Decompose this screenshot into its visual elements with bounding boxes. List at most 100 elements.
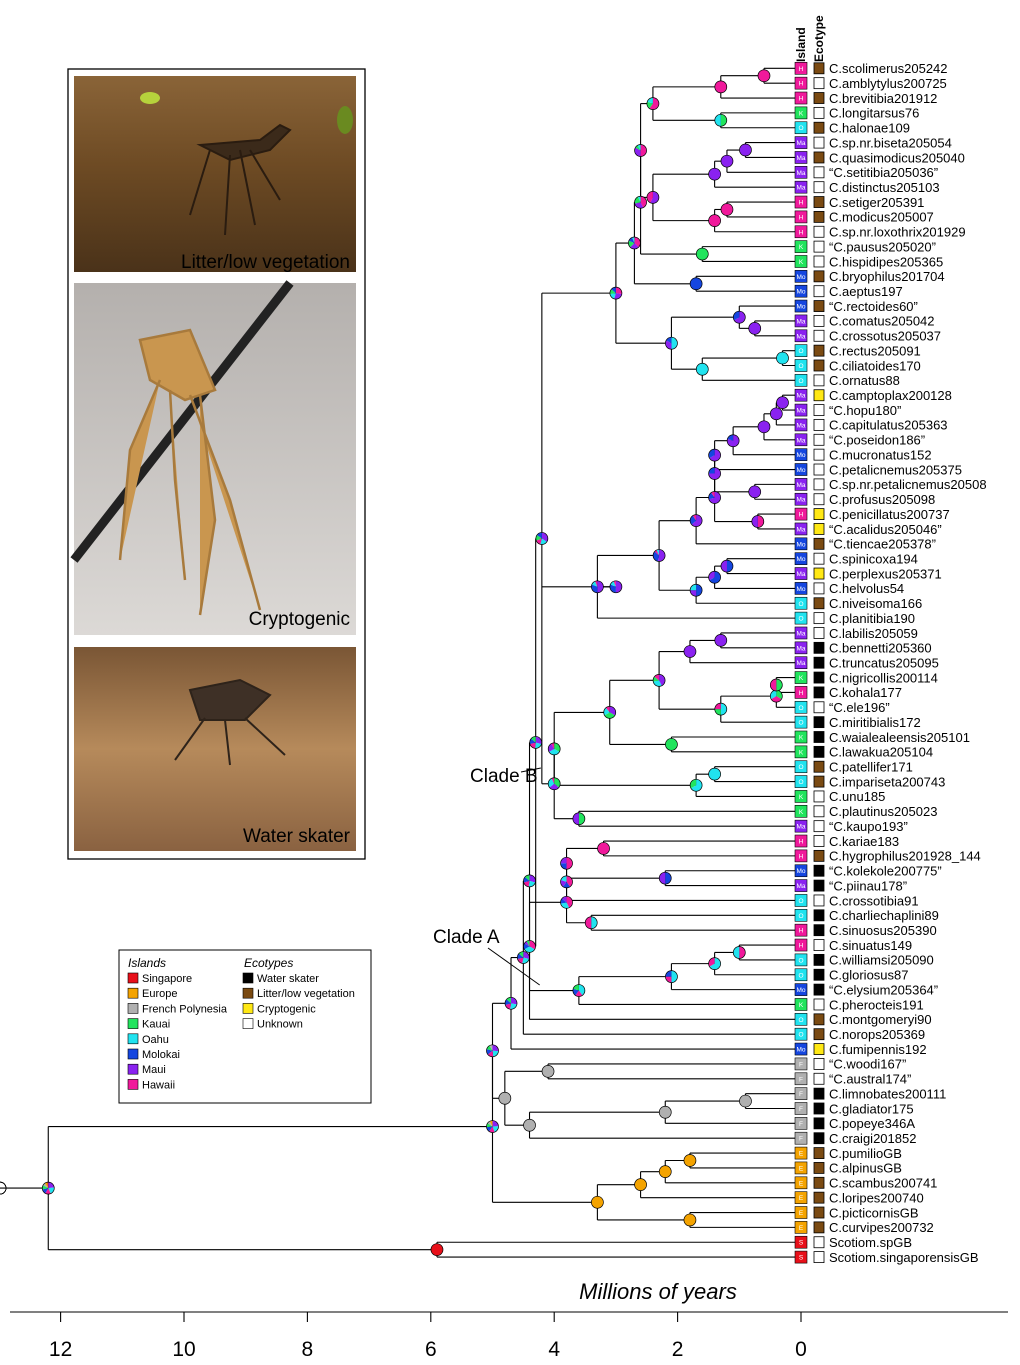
time-axis: Millions of years 121086420 xyxy=(10,1279,1008,1361)
tip-island-code: K xyxy=(799,794,804,801)
photo-litter: Litter/low vegetation xyxy=(74,76,356,273)
tip-ecotype-box xyxy=(814,182,824,193)
node-pie-slice xyxy=(690,278,702,290)
tip-taxon-name: C.crossotus205037 xyxy=(829,329,941,344)
legend-island-swatch xyxy=(128,1079,138,1089)
tip-taxon-name: C.lawakua205104 xyxy=(829,745,933,760)
tip-taxon-name: C.picticornisGB xyxy=(829,1205,919,1220)
tip-row: HC.hygrophilus201928_144 xyxy=(795,849,981,864)
tip-island-code: Ma xyxy=(796,408,805,415)
fly-on-water-photo xyxy=(74,647,356,851)
tip-taxon-name: C.sp.nr.petalicnemus20508 xyxy=(829,477,987,492)
node-state-pie xyxy=(659,1106,671,1118)
tip-island-code: Ma xyxy=(796,185,805,192)
tip-taxon-name: C.williamsi205090 xyxy=(829,953,934,968)
node-state-pie xyxy=(524,1119,536,1131)
tip-ecotype-box xyxy=(814,806,824,817)
tip-ecotype-box xyxy=(814,940,824,951)
node-state-pie xyxy=(659,872,671,884)
tip-taxon-name: C.norops205369 xyxy=(829,1027,925,1042)
node-pie-slice xyxy=(749,486,761,498)
node-pie-slice xyxy=(641,144,647,156)
legend-island-label: Europe xyxy=(142,988,177,1000)
axis-title: Millions of years xyxy=(579,1279,737,1304)
tip-row: FC.craigi201852 xyxy=(795,1131,916,1146)
node-state-pie xyxy=(752,516,764,528)
tip-ecotype-box xyxy=(814,1044,824,1055)
node-state-pie xyxy=(690,515,702,527)
node-state-pie xyxy=(758,421,770,433)
tip-island-code: F xyxy=(799,1121,803,1128)
tip-row: EC.pumilioGB xyxy=(795,1146,902,1161)
tip-taxon-name: “C.ele196” xyxy=(829,700,890,715)
photo-caption-water: Water skater xyxy=(243,826,351,847)
node-state-pie xyxy=(684,646,696,658)
tip-island-code: O xyxy=(798,601,803,608)
tip-taxon-name: C.bennetti205360 xyxy=(829,641,932,656)
tip-labels: HC.scolimerus205242HC.amblytylus200725HC… xyxy=(795,61,987,1265)
node-state-pie xyxy=(524,875,536,887)
node-state-pie xyxy=(635,196,647,208)
tip-island-code: H xyxy=(799,853,804,860)
tip-ecotype-box xyxy=(814,1058,824,1069)
tip-row: MoC.mucronatus152 xyxy=(795,447,932,462)
node-state-pie xyxy=(715,114,727,126)
node-pie-slice xyxy=(567,857,573,869)
tip-taxon-name: C.sp.nr.biseta205054 xyxy=(829,135,952,150)
tip-ecotype-box xyxy=(814,583,824,594)
tip-row: OC.rectus205091 xyxy=(795,343,921,358)
tip-taxon-name: C.popeye346A xyxy=(829,1116,915,1131)
legend-islands-title: Islands xyxy=(128,956,166,970)
tip-island-code: H xyxy=(799,96,804,103)
node-pie-slice xyxy=(758,70,770,82)
node-pie-slice xyxy=(739,1095,751,1107)
tip-ecotype-box xyxy=(814,78,824,89)
tip-island-code: Ma xyxy=(796,645,805,652)
node-pie-slice xyxy=(579,813,585,825)
legend-ecotype-swatch xyxy=(243,988,253,998)
tip-ecotype-box xyxy=(814,999,824,1010)
tip-ecotype-box xyxy=(814,241,824,252)
tip-taxon-name: C.kohala177 xyxy=(829,685,902,700)
tip-ecotype-box xyxy=(814,256,824,267)
node-pie-slice xyxy=(659,1166,671,1178)
node-state-pie xyxy=(709,467,721,479)
tip-row: HC.scolimerus205242 xyxy=(795,61,948,76)
node-state-pie xyxy=(647,191,659,203)
tip-row: Mo“C.kolekole200775” xyxy=(795,864,942,879)
tip-island-code: F xyxy=(799,1136,803,1143)
tip-row: OC.williamsi205090 xyxy=(795,953,934,968)
node-state-pie xyxy=(696,248,708,260)
node-state-pie xyxy=(690,584,702,596)
node-pie-slice xyxy=(770,679,776,691)
node-state-pie xyxy=(548,743,560,755)
node-state-pie xyxy=(610,287,622,299)
tip-ecotype-box xyxy=(814,152,824,163)
node-pie-slice xyxy=(727,560,733,572)
node-state-pie xyxy=(684,1214,696,1226)
legend-island-label: Singapore xyxy=(142,973,192,985)
tip-ecotype-box xyxy=(814,850,824,861)
tip-taxon-name: “C.elysium205364” xyxy=(829,982,938,997)
tip-taxon-name: C.planitibia190 xyxy=(829,611,915,626)
node-pie-slice xyxy=(616,581,622,593)
tip-island-code: Ma xyxy=(796,630,805,637)
node-state-pie xyxy=(709,491,721,503)
node-pie-slice xyxy=(758,516,764,528)
clade-b-label: Clade B xyxy=(470,766,538,787)
tip-island-code: F xyxy=(799,1091,803,1098)
node-state-pie xyxy=(696,363,708,375)
node-pie-slice xyxy=(776,352,788,364)
tip-taxon-name: “C.poseidon186” xyxy=(829,433,925,448)
tip-island-code: E xyxy=(799,1225,804,1232)
photo-caption-litter: Litter/low vegetation xyxy=(181,252,350,273)
tip-island-code: F xyxy=(799,1076,803,1083)
tip-row: KC.waialealeensis205101 xyxy=(795,730,970,745)
node-state-pie xyxy=(749,486,761,498)
tip-ecotype-box xyxy=(814,226,824,237)
tip-taxon-name: C.rectus205091 xyxy=(829,343,921,358)
tip-row: HC.kariae183 xyxy=(795,834,899,849)
